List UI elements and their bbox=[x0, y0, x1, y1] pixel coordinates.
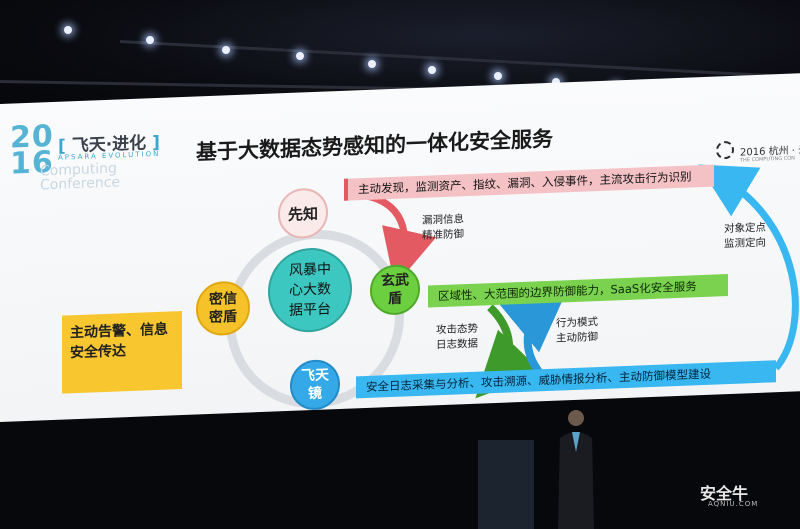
node-center-label: 风暴中 心大数 据平台 bbox=[289, 261, 331, 319]
stage-light bbox=[222, 46, 230, 54]
callout-alert: 主动告警、信息安全传达 bbox=[62, 311, 182, 394]
stage-light bbox=[428, 66, 436, 74]
arrow-blue-up bbox=[499, 286, 569, 376]
note-attack: 攻击态势 日志数据 bbox=[436, 322, 478, 352]
node-mimdun-label: 密信 密盾 bbox=[209, 290, 237, 326]
stage-light bbox=[64, 26, 72, 34]
lighting-truss bbox=[119, 40, 800, 79]
stage-light bbox=[368, 60, 376, 68]
note-vuln: 漏洞信息 精准防御 bbox=[422, 213, 464, 242]
arrow-green bbox=[475, 304, 544, 399]
presentation-screen: 20 16 [ 飞天·进化 ] APSARA EVOLUTION Computi… bbox=[0, 73, 800, 423]
speaker-figure bbox=[558, 410, 594, 529]
stage-light bbox=[146, 36, 154, 44]
note-target: 对象定点 监测定向 bbox=[724, 221, 766, 251]
node-xuanwu-label: 玄武 盾 bbox=[381, 272, 409, 308]
node-feitian-label: 飞天 镜 bbox=[301, 367, 329, 403]
stage-light bbox=[296, 52, 304, 60]
note-behavior: 行为模式 主动防御 bbox=[556, 316, 598, 345]
arrow-blue-right bbox=[698, 164, 799, 371]
watermark-logo: 安全牛 bbox=[700, 484, 749, 503]
podium bbox=[478, 440, 534, 529]
arrow-red bbox=[345, 191, 437, 286]
stage-light bbox=[494, 72, 502, 80]
watermark-sub: AQNIU.COM bbox=[708, 500, 759, 508]
node-xianzhi-label: 先知 bbox=[287, 204, 318, 224]
